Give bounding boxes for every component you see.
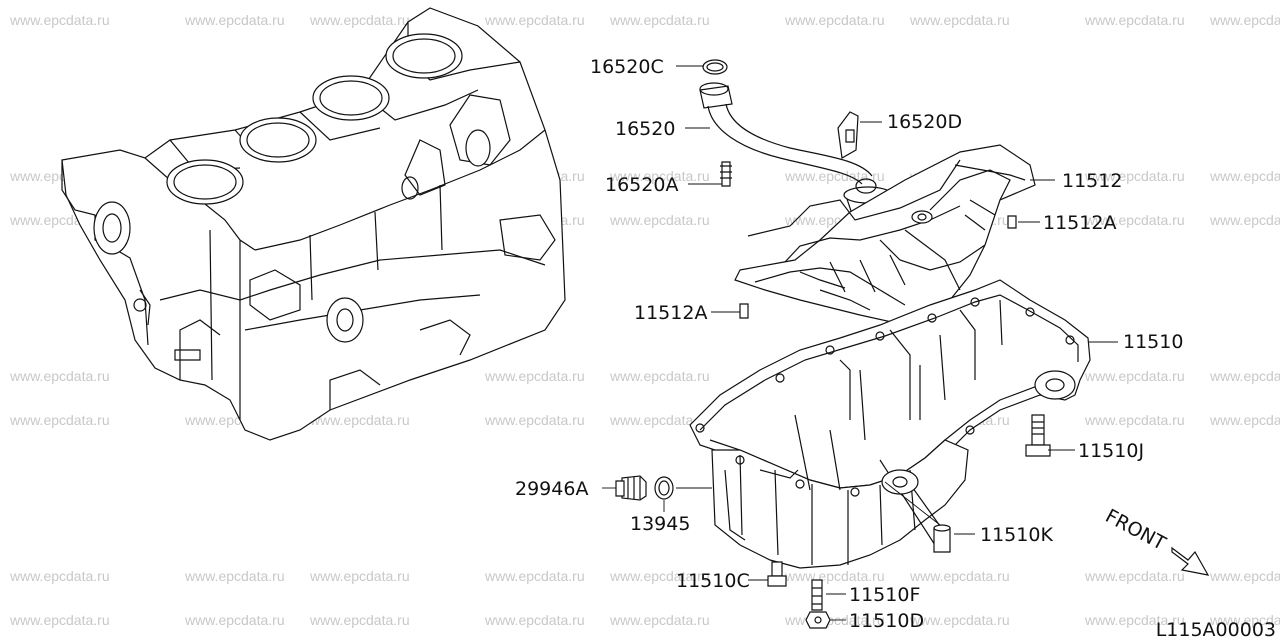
cylinder-block-illustration — [61, 7, 566, 441]
watermark-text: www.epcdata.ru — [310, 12, 410, 28]
block-bosses — [93, 129, 491, 361]
part-label-13945[interactable]: 13945 — [630, 513, 690, 535]
watermark-text: www.epcdata.ru — [785, 568, 885, 584]
part-label-16520D[interactable]: 16520D — [887, 111, 962, 133]
watermark-text: www.epcdata.ru — [10, 568, 110, 584]
watermark-text: www.epcdata.ru — [1085, 412, 1185, 428]
watermark-text: www.epcdata.ru — [1085, 612, 1185, 628]
diagram-code: L115A00003 — [1156, 619, 1276, 640]
watermark-text: www.epcdata.ru — [485, 368, 585, 384]
watermark-text: www.epcdata.ru — [610, 412, 710, 428]
drain-plug — [615, 475, 647, 501]
watermark-text: www.epcdata.ru — [485, 612, 585, 628]
watermark-text: www.epcdata.ru — [1085, 368, 1185, 384]
watermark-text: www.epcdata.ru — [1210, 568, 1280, 584]
watermark-text: www.epcdata.ru — [310, 412, 410, 428]
watermark-text: www.epcdata.ru — [1085, 568, 1185, 584]
nut-11510D — [805, 611, 831, 629]
watermark-text: www.epcdata.ru — [1085, 168, 1185, 184]
watermark-text: www.epcdata.ru — [185, 568, 285, 584]
watermark-text: www.epcdata.ru — [1085, 12, 1185, 28]
watermark-text: www.epcdata.ru — [910, 568, 1010, 584]
watermark-text: www.epcdata.ru — [1210, 212, 1280, 228]
watermark-text: www.epcdata.ru — [10, 12, 110, 28]
watermark-text: www.epcdata.ru — [610, 612, 710, 628]
baffle-plate — [734, 144, 1036, 326]
watermark-text: www.epcdata.ru — [610, 368, 710, 384]
watermark-text: www.epcdata.ru — [185, 612, 285, 628]
watermark-text: www.epcdata.ru — [1210, 368, 1280, 384]
watermark-text: www.epcdata.ru — [485, 568, 585, 584]
part-label-16520A[interactable]: 16520A — [605, 174, 678, 196]
watermark-text: www.epcdata.ru — [610, 168, 710, 184]
watermark-text: www.epcdata.ru — [310, 568, 410, 584]
part-label-16520[interactable]: 16520 — [615, 118, 675, 140]
leader-lines — [602, 65, 1118, 621]
watermark-text: www.epcdata.ru — [10, 368, 110, 384]
watermark-text: www.epcdata.ru — [10, 612, 110, 628]
watermark-text: www.epcdata.ru — [610, 12, 710, 28]
watermark-text: www.epcdata.ru — [1085, 212, 1185, 228]
part-label-11510[interactable]: 11510 — [1123, 331, 1183, 353]
watermark-text: www.epcdata.ru — [485, 12, 585, 28]
part-label-11510F[interactable]: 11510F — [849, 584, 920, 606]
bolt-11510J — [1025, 414, 1051, 457]
watermark-text: www.epcdata.ru — [610, 212, 710, 228]
part-label-29946A[interactable]: 29946A — [515, 478, 588, 500]
front-direction-arrow — [1171, 546, 1210, 576]
watermark-text: www.epcdata.ru — [1210, 412, 1280, 428]
bolt-11510C — [767, 561, 787, 587]
drain-plug-washer — [654, 476, 674, 500]
oil-pan — [689, 279, 1091, 569]
part-label-11512[interactable]: 11512 — [1062, 170, 1122, 192]
part-label-11512A-right[interactable]: 11512A — [1043, 212, 1116, 234]
part-label-11512A-left[interactable]: 11512A — [634, 302, 707, 324]
stud-11510F — [811, 579, 823, 611]
part-label-11510C[interactable]: 11510C — [676, 570, 750, 592]
front-direction-label: FRONT — [1102, 505, 1170, 555]
part-label-11510D[interactable]: 11510D — [849, 610, 924, 632]
watermark-text: www.epcdata.ru — [610, 568, 710, 584]
watermark-text: www.epcdata.ru — [910, 612, 1010, 628]
watermark-text: www.epcdata.ru — [785, 12, 885, 28]
watermark-text: www.epcdata.ru — [10, 412, 110, 428]
watermark-text: www.epcdata.ru — [1210, 168, 1280, 184]
watermark-text: www.epcdata.ru — [1210, 12, 1280, 28]
watermark-text: www.epcdata.ru — [910, 12, 1010, 28]
oil-strainer-pipe — [699, 59, 893, 224]
watermark-text: www.epcdata.ru — [185, 12, 285, 28]
watermark-text: www.epcdata.ru — [485, 412, 585, 428]
part-label-16520C[interactable]: 16520C — [590, 56, 664, 78]
dowel-11510K — [933, 524, 951, 553]
part-label-11510K[interactable]: 11510K — [980, 524, 1053, 546]
cylinder-bores — [166, 33, 463, 205]
part-number-labels: 16520C 16520 16520D 16520A 11512 11512A 11512A… — [515, 56, 1276, 640]
watermark-text: www.epcdata.ru — [310, 612, 410, 628]
part-label-11510J[interactable]: 11510J — [1078, 440, 1144, 462]
watermark-text: www.epcdata.ru — [1210, 612, 1280, 628]
